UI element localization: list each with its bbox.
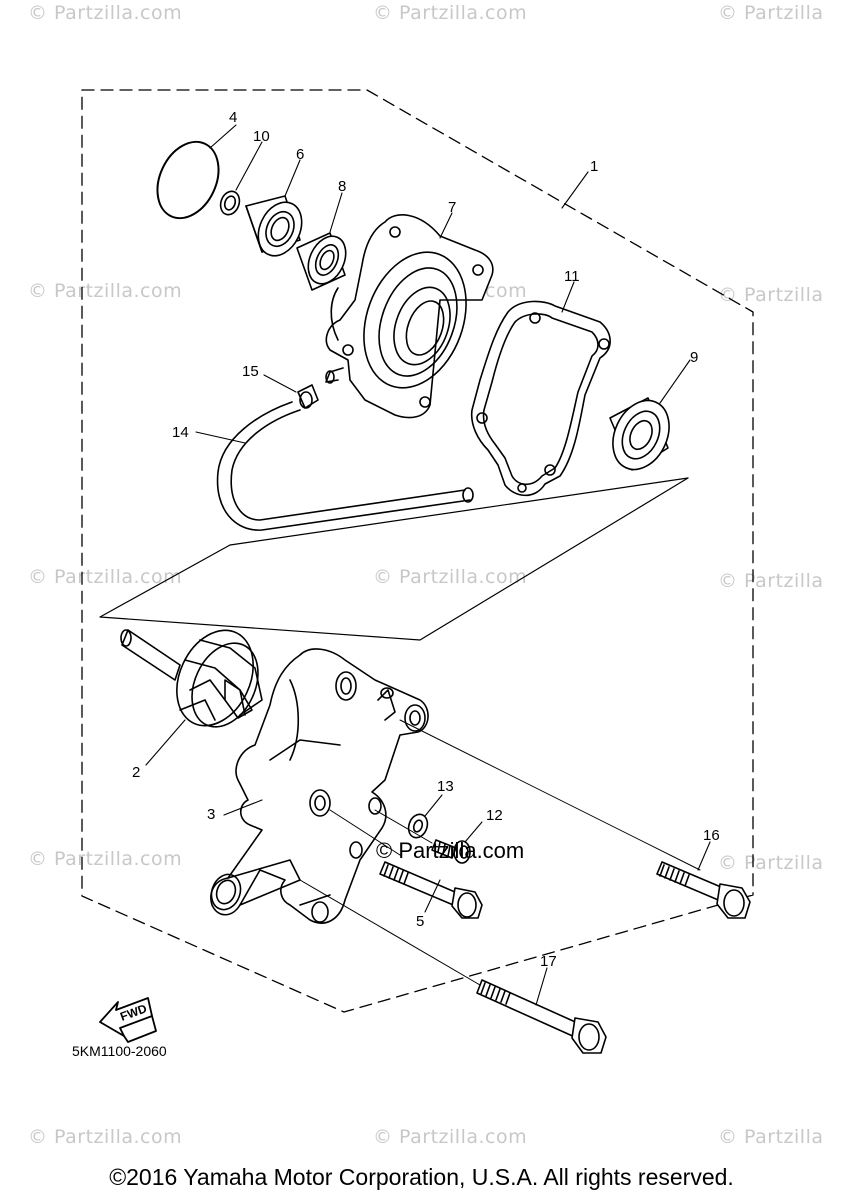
watermark: © Partzilla — [718, 852, 824, 874]
callout-11: 11 — [564, 268, 580, 285]
o-ring — [156, 140, 220, 220]
callout-2: 2 — [132, 764, 140, 781]
callout-labels: 1 2 3 4 5 6 7 8 9 10 11 12 13 14 15 16 1… — [132, 109, 720, 970]
callout-1: 1 — [590, 158, 598, 175]
part-number: 5KM1100-2060 — [72, 1043, 167, 1059]
callout-13: 13 — [437, 778, 454, 795]
callout-7: 7 — [448, 199, 456, 216]
callout-3: 3 — [207, 806, 215, 823]
mechanical-seal — [609, 397, 670, 471]
callout-10: 10 — [253, 128, 270, 145]
plane-line — [229, 477, 689, 546]
alignment-line — [374, 809, 433, 844]
watermark: © Partzilla.com — [373, 2, 528, 24]
callout-9: 9 — [690, 349, 698, 366]
callout-14: 14 — [172, 424, 189, 441]
watermark: © Partzilla.com — [373, 1126, 528, 1148]
watermark: © Partzilla — [718, 1126, 824, 1148]
watermark: © Partzilla.com — [28, 848, 183, 870]
leader-lines — [145, 124, 711, 1006]
callout-17: 17 — [540, 953, 557, 970]
watermark: © Partzilla.com — [373, 566, 528, 588]
watermark: © Partzilla.com — [28, 2, 183, 24]
gasket — [470, 300, 611, 497]
drain-bolt — [431, 839, 471, 864]
callout-12: 12 — [486, 807, 503, 824]
fwd-arrow-icon: FWD — [99, 997, 157, 1043]
assembly-boundary — [81, 89, 754, 1013]
alignment-line — [329, 809, 401, 856]
plane-line — [99, 477, 689, 641]
breather-hose — [216, 401, 474, 531]
pump-cover — [325, 214, 494, 419]
pump-housing — [210, 648, 429, 924]
oil-seal — [296, 232, 347, 291]
hose-clip — [297, 384, 319, 409]
circlip — [219, 190, 241, 216]
bolt-16 — [656, 861, 751, 919]
callout-8: 8 — [338, 178, 346, 195]
watermark: © Partzilla — [718, 284, 824, 306]
watermark: © Partzilla.com — [28, 1126, 183, 1148]
callout-15: 15 — [242, 363, 259, 380]
washer — [407, 813, 429, 839]
copyright-notice: ©2016 Yamaha Motor Corporation, U.S.A. A… — [109, 1164, 734, 1190]
alignment-line — [399, 719, 701, 871]
callout-16: 16 — [703, 827, 720, 844]
bearing — [245, 195, 303, 257]
callout-6: 6 — [296, 146, 304, 163]
bolt-17 — [476, 979, 607, 1054]
alignment-line — [299, 879, 481, 986]
watermark: © Partzilla — [718, 2, 824, 24]
watermark: © Partzilla.com — [28, 566, 183, 588]
watermark: © Partzilla.com — [28, 280, 183, 302]
impeller-shaft — [120, 629, 263, 728]
callout-5: 5 — [416, 913, 424, 930]
callout-4: 4 — [229, 109, 237, 126]
center-watermark: © Partzilla.com — [376, 838, 525, 863]
watermark: © Partzilla — [718, 570, 824, 592]
bolt-5 — [379, 861, 483, 919]
